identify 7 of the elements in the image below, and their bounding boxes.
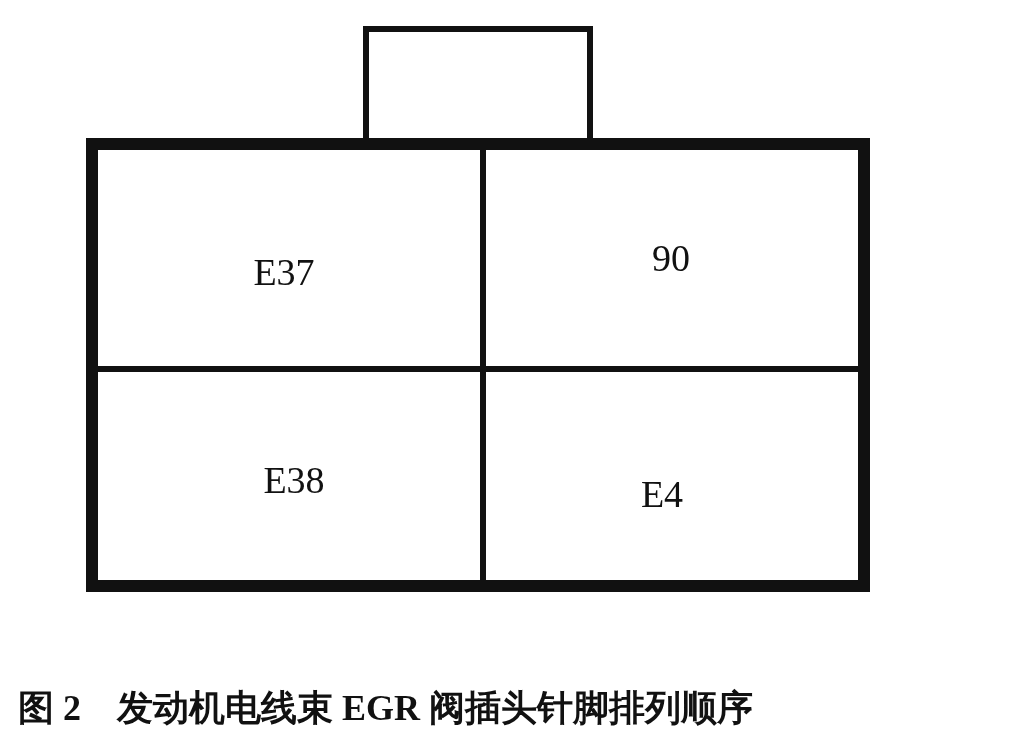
locking-tab (363, 26, 593, 138)
pin-label: E38 (263, 458, 325, 502)
pin-label: E4 (640, 472, 684, 516)
figure-caption: 图 2 发动机电线束 EGR 阀插头针脚排列顺序 (18, 687, 753, 730)
pin-label: 90 (652, 236, 690, 280)
connector-body (86, 138, 870, 592)
pin-label: E37 (253, 250, 315, 294)
